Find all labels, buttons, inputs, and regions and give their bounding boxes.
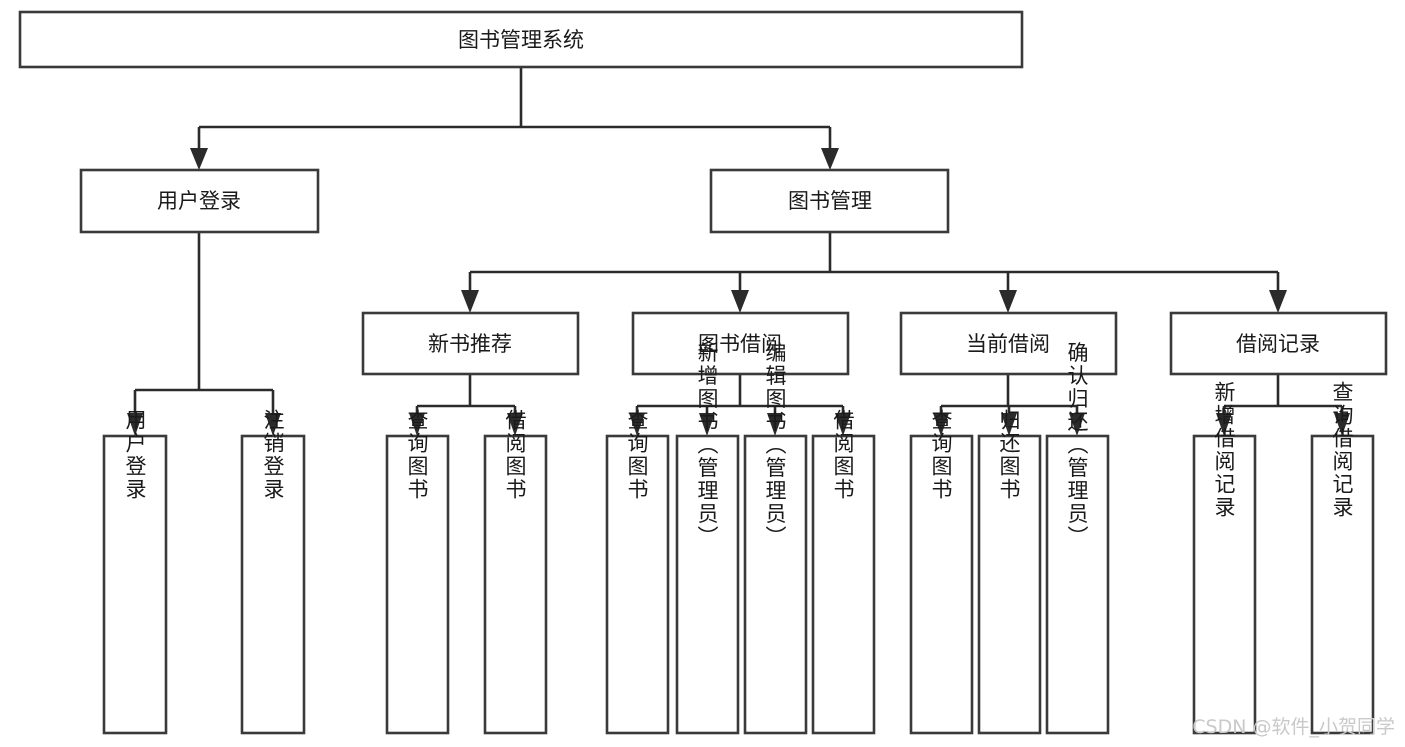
arrow-head-leaf-borrow-book-1 bbox=[507, 413, 523, 436]
arrow-head-leaf-add-record bbox=[1216, 413, 1232, 436]
node-leaf-add-book-box[interactable] bbox=[675, 434, 740, 735]
arrow-head-leaf-edit-book bbox=[767, 413, 783, 436]
node-leaf-return-book[interactable]: 归还图书 bbox=[977, 409, 1042, 735]
node-current-borrow-box[interactable] bbox=[899, 311, 1118, 376]
node-book-borrow-box[interactable] bbox=[631, 311, 850, 376]
node-leaf-query-book-3[interactable]: 查询图书 bbox=[909, 409, 974, 735]
node-leaf-query-record-box[interactable] bbox=[1310, 434, 1375, 735]
node-user-login[interactable]: 用户登录 bbox=[79, 168, 320, 234]
arrow-head-new-book-recommend bbox=[461, 290, 479, 313]
node-leaf-add-record-label: 新增借阅记录 bbox=[1212, 381, 1236, 519]
arrow-head-leaf-query-record bbox=[1334, 413, 1350, 436]
node-leaf-query-record-label: 查询借阅记录 bbox=[1330, 381, 1354, 519]
node-leaf-borrow-book-2-label: 借阅图书 bbox=[831, 409, 855, 501]
connector-group-root bbox=[190, 67, 839, 170]
arrow-head-user-login bbox=[190, 148, 208, 170]
node-leaf-borrow-book-1[interactable]: 借阅图书 bbox=[483, 409, 548, 735]
node-leaf-edit-book[interactable]: 编辑图书（管理员） bbox=[743, 342, 808, 735]
node-borrow-record-label: 借阅记录 bbox=[1236, 332, 1320, 356]
node-leaf-add-record[interactable]: 新增借阅记录 bbox=[1192, 381, 1257, 735]
node-new-book-recommend-box[interactable] bbox=[361, 311, 580, 376]
node-current-borrow-label: 当前借阅 bbox=[966, 332, 1050, 356]
node-leaf-user-login-box[interactable] bbox=[102, 434, 168, 735]
node-book-manage-label: 图书管理 bbox=[788, 189, 872, 213]
node-leaf-borrow-book-2-box[interactable] bbox=[811, 434, 876, 735]
csdn-watermark: CSDN @软件_小贺同学 bbox=[1192, 716, 1395, 738]
node-new-book-recommend[interactable]: 新书推荐 bbox=[361, 311, 580, 376]
node-leaf-confirm-return-box[interactable] bbox=[1045, 434, 1110, 735]
node-root-label: 图书管理系统 bbox=[458, 28, 584, 52]
node-leaf-query-book-1-box[interactable] bbox=[385, 434, 450, 735]
node-leaf-return-book-label: 归还图书 bbox=[997, 409, 1021, 501]
node-leaf-borrow-book-2[interactable]: 借阅图书 bbox=[811, 409, 876, 735]
connector-group-new-book-recommend bbox=[409, 374, 523, 436]
node-new-book-recommend-label: 新书推荐 bbox=[428, 332, 512, 356]
node-leaf-return-book-box[interactable] bbox=[977, 434, 1042, 735]
node-leaf-confirm-return-label: 确认归还（管理员） bbox=[1065, 342, 1089, 549]
node-leaf-edit-book-box[interactable] bbox=[743, 434, 808, 735]
node-root[interactable]: 图书管理系统 bbox=[18, 10, 1024, 69]
node-leaf-user-logout-box[interactable] bbox=[240, 434, 306, 735]
node-leaf-user-login-label: 用户登录 bbox=[123, 409, 147, 501]
node-book-borrow[interactable]: 图书借阅 bbox=[631, 311, 850, 376]
arrow-head-book-borrow bbox=[731, 290, 749, 313]
node-user-login-label: 用户登录 bbox=[157, 189, 241, 213]
node-leaf-query-book-2[interactable]: 查询图书 bbox=[605, 409, 670, 735]
arrow-head-leaf-user-logout bbox=[265, 413, 281, 436]
node-leaf-query-book-1[interactable]: 查询图书 bbox=[385, 409, 450, 735]
arrow-head-leaf-borrow-book-2 bbox=[835, 413, 851, 436]
arrow-head-leaf-query-book-3 bbox=[933, 413, 949, 436]
node-leaf-user-logout-label: 注销登录 bbox=[261, 409, 285, 501]
node-leaf-edit-book-label: 编辑图书（管理员） bbox=[763, 342, 787, 549]
arrow-head-leaf-confirm-return bbox=[1069, 413, 1085, 436]
arrow-head-current-borrow bbox=[999, 290, 1017, 313]
arrow-head-leaf-add-book bbox=[699, 413, 715, 436]
node-leaf-add-book[interactable]: 新增图书（管理员） bbox=[675, 342, 740, 735]
arrow-head-book-manage bbox=[821, 148, 839, 170]
node-leaf-query-book-3-box[interactable] bbox=[909, 434, 974, 735]
node-borrow-record[interactable]: 借阅记录 bbox=[1169, 311, 1388, 376]
node-book-manage-box[interactable] bbox=[709, 168, 950, 234]
connector-group-current-borrow bbox=[933, 374, 1085, 436]
node-leaf-query-book-1-label: 查询图书 bbox=[405, 409, 429, 501]
node-leaf-query-record[interactable]: 查询借阅记录 bbox=[1310, 381, 1375, 735]
arrow-head-leaf-query-book-2 bbox=[629, 413, 645, 436]
node-user-login-box[interactable] bbox=[79, 168, 320, 234]
node-root-box[interactable] bbox=[18, 10, 1024, 69]
node-leaf-query-book-3-label: 查询图书 bbox=[929, 409, 953, 501]
node-current-borrow[interactable]: 当前借阅 bbox=[899, 311, 1118, 376]
node-leaf-user-logout[interactable]: 注销登录 bbox=[240, 409, 306, 735]
node-leaf-borrow-book-1-label: 借阅图书 bbox=[503, 409, 527, 501]
node-leaf-borrow-book-1-box[interactable] bbox=[483, 434, 548, 735]
node-leaf-confirm-return[interactable]: 确认归还（管理员） bbox=[1045, 342, 1110, 735]
arrow-head-leaf-user-login bbox=[127, 413, 143, 436]
node-leaf-query-book-2-label: 查询图书 bbox=[625, 409, 649, 501]
arrow-head-leaf-query-book-1 bbox=[409, 413, 425, 436]
connector-group-book-manage bbox=[461, 232, 1287, 313]
connector-group-borrow-record bbox=[1216, 374, 1350, 436]
arrow-head-leaf-return-book bbox=[1001, 413, 1017, 436]
connector-group-book-borrow bbox=[629, 374, 851, 436]
node-leaf-query-book-2-box[interactable] bbox=[605, 434, 670, 735]
node-borrow-record-box[interactable] bbox=[1169, 311, 1388, 376]
arrow-head-borrow-record bbox=[1269, 290, 1287, 313]
node-leaf-user-login[interactable]: 用户登录 bbox=[102, 409, 168, 735]
node-leaf-add-record-box[interactable] bbox=[1192, 434, 1257, 735]
node-book-borrow-label: 图书借阅 bbox=[698, 332, 782, 356]
node-leaf-add-book-label: 新增图书（管理员） bbox=[695, 342, 719, 549]
node-book-manage[interactable]: 图书管理 bbox=[709, 168, 950, 234]
connector-group-user-login bbox=[127, 232, 281, 436]
